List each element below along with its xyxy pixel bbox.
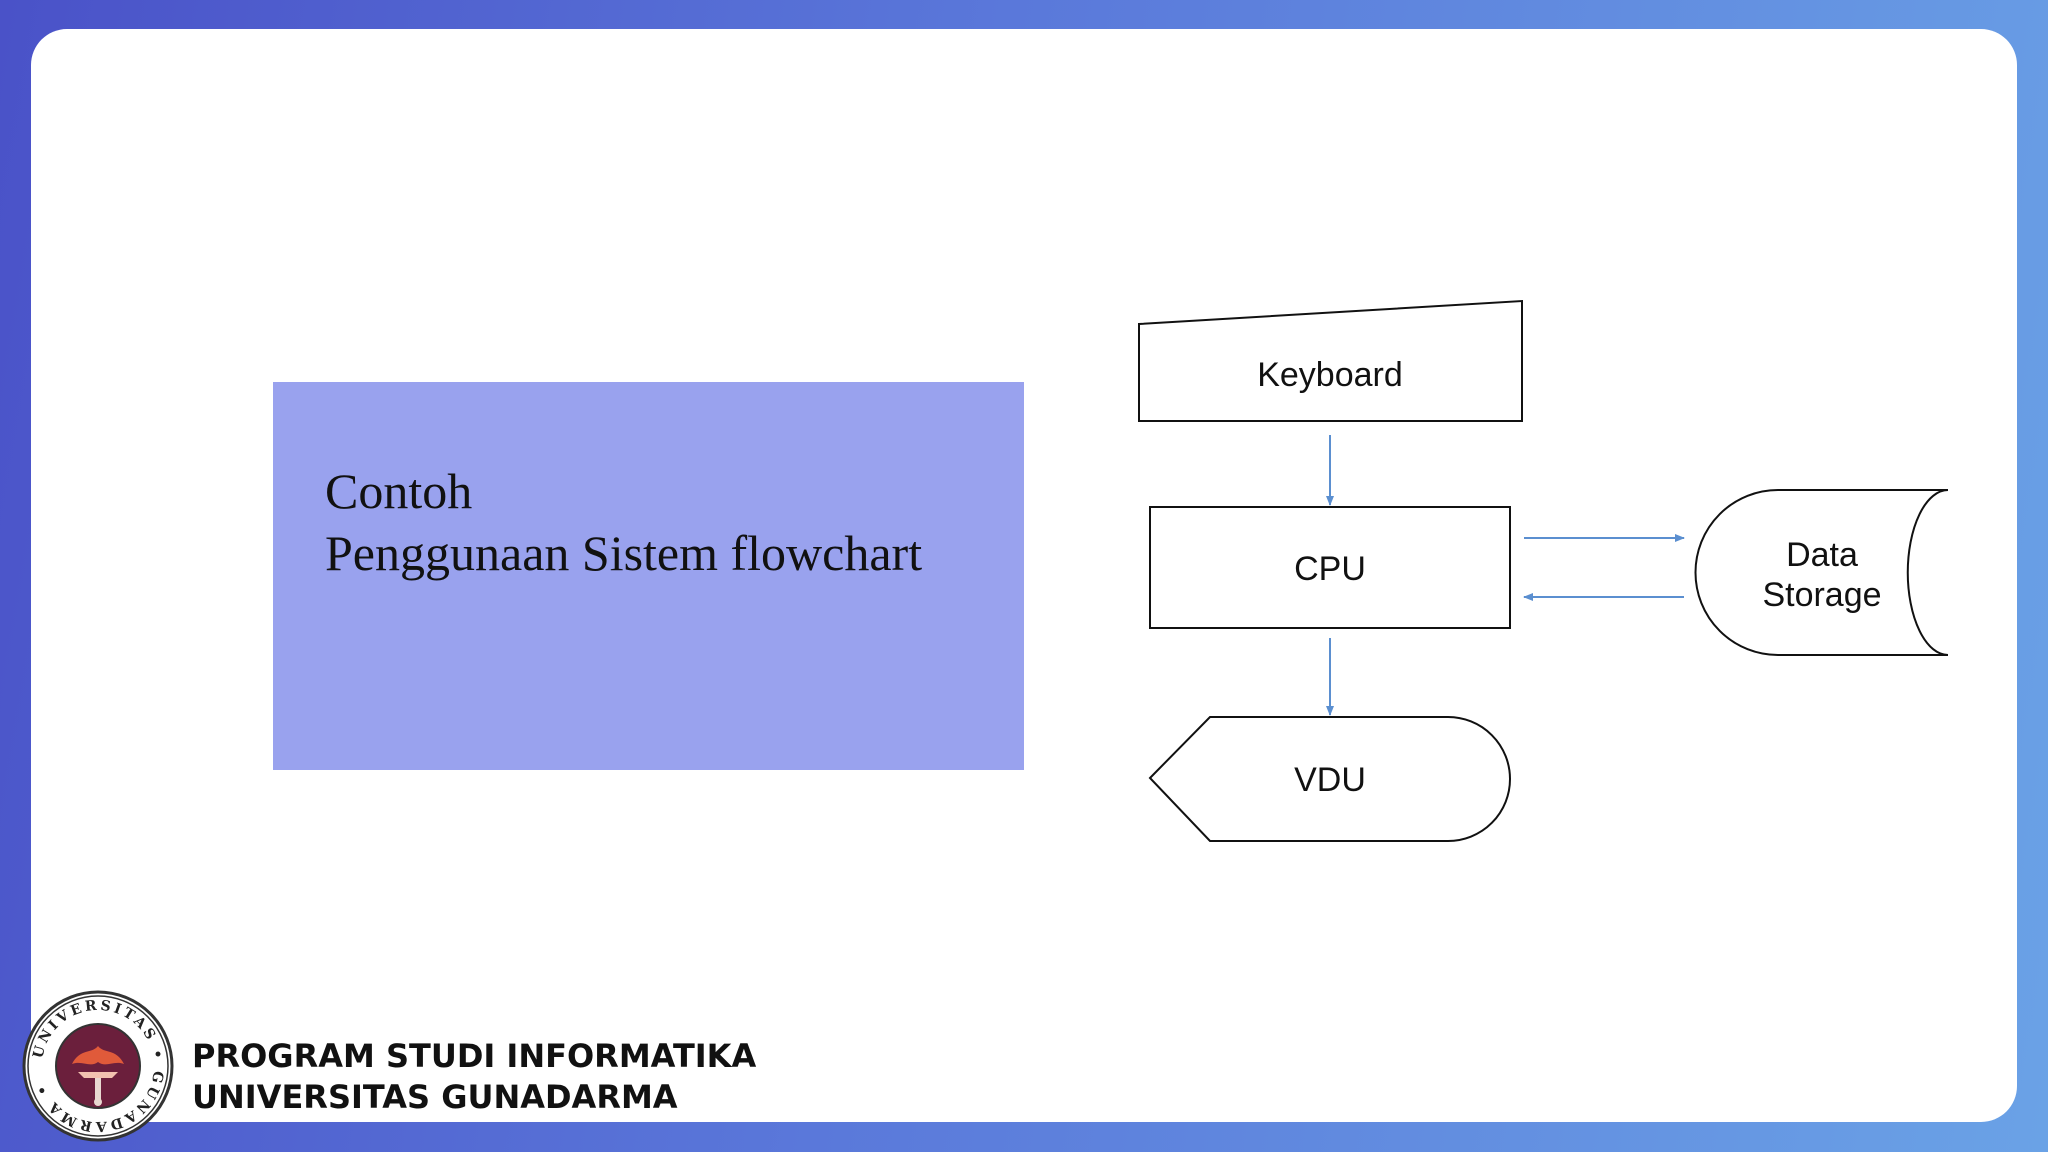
storage-label-line2: Storage [1762, 576, 1881, 614]
vdu-node: VDU [1148, 716, 1511, 842]
cpu-label: CPU [1294, 550, 1366, 588]
keyboard-label: Keyboard [1257, 356, 1403, 394]
title-box: Contoh Penggunaan Sistem flowchart [273, 382, 1024, 770]
footer-institution: PROGRAM STUDI INFORMATIKA UNIVERSITAS GU… [192, 1036, 756, 1118]
data-storage-shape [1694, 489, 1949, 656]
footer-line-1: PROGRAM STUDI INFORMATIKA [192, 1037, 757, 1075]
keyboard-node: Keyboard [1138, 299, 1523, 422]
cpu-shape [1149, 506, 1511, 629]
storage-label-line1: Data [1786, 536, 1858, 574]
cpu-node: CPU [1149, 506, 1511, 629]
title-line-1: Contoh [325, 463, 473, 519]
data-storage-node: Data Storage [1694, 489, 1949, 656]
keyboard-shape [1138, 299, 1523, 422]
vdu-label: VDU [1294, 761, 1366, 799]
vdu-shape [1148, 716, 1511, 842]
title-line-2: Penggunaan Sistem flowchart [325, 525, 923, 581]
footer-line-2: UNIVERSITAS GUNADARMA [192, 1078, 678, 1116]
slide-title: Contoh Penggunaan Sistem flowchart [325, 460, 922, 584]
university-logo-icon: UNIVERSITAS • GUNADARMA • [22, 990, 174, 1142]
